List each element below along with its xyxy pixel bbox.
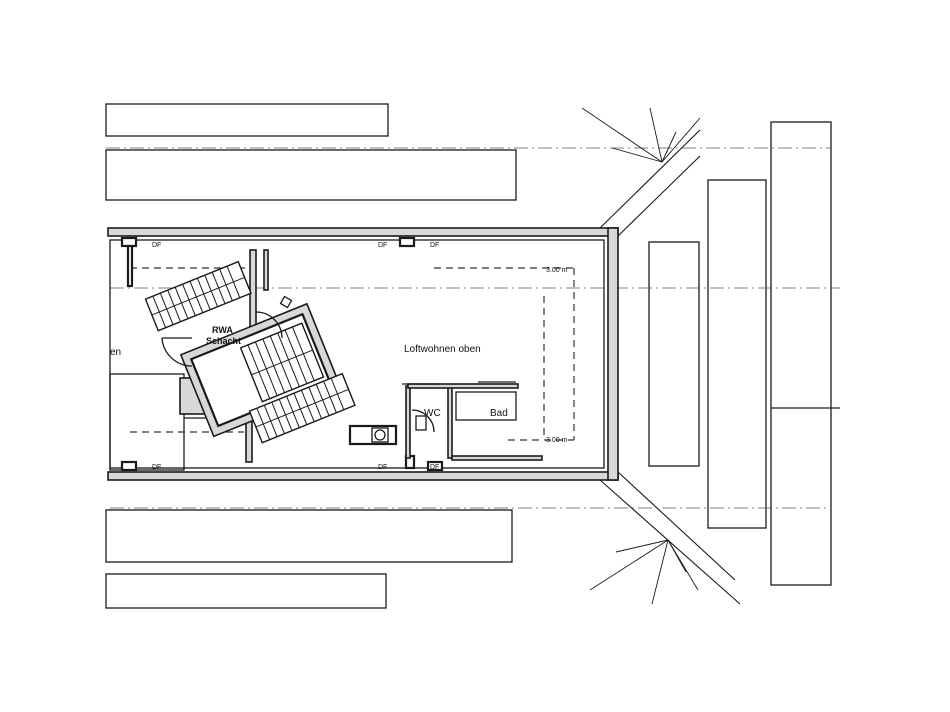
context-bar-2 [105,149,517,201]
roof-line-top-inner [617,155,701,237]
context-buildings-top [105,103,517,201]
stove-burner [374,429,386,441]
sun-rays-top [581,107,701,163]
shaft-label-line1: RWA [212,325,233,335]
roof-line-bottom-inner [617,471,736,581]
ray [667,539,687,573]
wc-bath-wall [447,385,453,459]
interior-walls [245,249,543,463]
window-label-bottom-1: DF [152,464,161,471]
loft-label: Loftwohnen oben [404,344,481,355]
cut-room-label: en [110,347,121,358]
bath-tub [455,391,517,421]
inner-stair-treads [239,322,325,403]
outer-wall-right [607,227,619,481]
context-buildings-right [648,121,840,586]
window-post [126,244,134,288]
window-label-bottom-3: DF [430,464,439,471]
tread-mid [255,388,349,428]
outer-wall-bottom [107,471,619,481]
context-bar-3 [105,509,513,563]
door-swing-stair [161,337,193,367]
stair-flight-upper [144,260,252,332]
inner-outline [109,239,605,469]
ray [649,107,663,163]
sun-rays-bottom [589,539,699,605]
window-label-top-3: DF [430,242,439,249]
column-marker [279,295,293,309]
window-label-bottom-2: DF [378,464,387,471]
roof-line-bottom [599,479,741,605]
roof-gable-lines [599,129,741,605]
tread-mid [251,349,313,376]
stair-flight-lower [248,372,356,444]
top-height-label: 3.00 m [546,267,568,274]
wc-label: WC [424,408,441,419]
door-swings [161,311,435,433]
window-label-top-1: DF [152,242,161,249]
shaft-label-line2: Schacht [206,336,241,346]
context-bar-5 [648,241,700,467]
window-marker [426,460,444,472]
context-buildings-bottom [105,509,513,609]
ray [651,539,669,605]
window-marker [120,460,138,472]
stair-core [179,302,341,438]
ray [661,131,677,163]
stove-box [371,427,389,443]
context-bar-1 [105,103,389,137]
roof-line-top [599,129,701,229]
tread-mid [151,276,245,316]
ray [615,539,669,553]
wc-bath-wall-top [407,383,519,389]
bottom-height-label: 3.00 m [546,437,568,444]
context-bar-6 [707,179,767,529]
ray [581,107,663,163]
top-window-markers [120,236,416,288]
wc-wall-left [405,385,411,459]
door-swing-wc [411,409,435,433]
kitchen-counter [348,424,398,446]
door-swing-shaft [255,311,283,339]
stair-partition-wall-2 [263,249,269,291]
bath-wall-bottom [451,455,543,461]
labels: RWA Schacht Loftwohnen oben WC Bad en 3.… [110,242,568,471]
outer-wall-top [107,227,619,237]
window-marker [120,236,138,248]
fixtures [279,295,516,446]
building-outer-walls [107,227,619,481]
ray [611,147,663,163]
left-room-outline [109,373,185,471]
ray [661,117,701,163]
window-label-top-2: DF [378,242,387,249]
window-marker [398,236,416,248]
ray [589,539,669,591]
context-bar-7 [770,121,832,586]
context-bar-4 [105,573,387,609]
bath-label: Bad [490,408,508,419]
wc-bowl [415,415,427,431]
